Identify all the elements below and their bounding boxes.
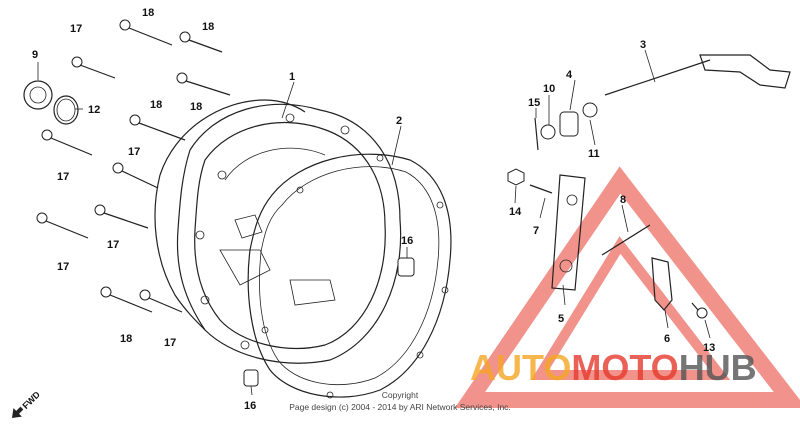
dowel-pin-upper <box>397 257 415 277</box>
dowel-pin-lower <box>243 369 259 387</box>
callout-2: 2 <box>396 115 402 127</box>
footer: Copyright Page design (c) 2004 - 2014 by… <box>289 390 511 412</box>
callout-17-top: 17 <box>70 23 82 35</box>
bolt-18-e <box>100 286 153 313</box>
callout-1: 1 <box>289 71 295 83</box>
nut <box>507 168 525 186</box>
callout-18-b: 18 <box>202 21 214 33</box>
stopper-bolt <box>691 302 708 319</box>
callout-15: 15 <box>528 97 540 109</box>
svg-text:AUTOMOTOHUB: AUTOMOTOHUB <box>470 347 757 388</box>
callout-17-d: 17 <box>57 261 69 273</box>
callout-17-c: 17 <box>107 239 119 251</box>
shift-arm <box>551 174 586 291</box>
watermark-auto: AUTO <box>470 347 571 388</box>
callout-18-d: 18 <box>150 99 162 111</box>
shift-pin <box>601 224 651 256</box>
bolt-17-top <box>71 56 116 79</box>
o-ring <box>53 95 79 125</box>
callout-18-c: 18 <box>190 101 202 113</box>
stopper-arm <box>651 257 673 311</box>
bolt-18-c <box>176 72 231 96</box>
callout-13: 13 <box>703 342 715 354</box>
watermark-moto: MOTO <box>571 347 678 388</box>
oil-seal <box>23 80 53 110</box>
bolt-17-d <box>36 212 89 239</box>
bolt-17-c <box>94 204 149 229</box>
callout-4: 4 <box>566 69 573 81</box>
callout-17-e: 17 <box>164 337 176 349</box>
shift-shaft <box>534 54 791 151</box>
callout-17-a: 17 <box>57 171 69 183</box>
watermark-hub: HUB <box>679 347 757 388</box>
copyright-label: Copyright <box>382 390 419 400</box>
bolt-18-b <box>179 31 223 53</box>
fwd-label: FWD <box>20 389 42 411</box>
callout-12: 12 <box>88 104 100 116</box>
callout-9: 9 <box>32 49 38 61</box>
callout-6: 6 <box>664 333 670 345</box>
leader-lines <box>37 49 711 396</box>
callout-16-b: 16 <box>244 400 256 412</box>
callout-3: 3 <box>640 39 646 51</box>
callout-numbers: 1 2 3 4 5 6 7 8 9 10 11 12 13 14 15 16 1… <box>32 7 715 412</box>
cover-gasket <box>247 153 452 399</box>
bolt-18-d <box>129 114 186 141</box>
callout-7: 7 <box>533 225 539 237</box>
crankcase-cover <box>154 99 402 364</box>
callout-10: 10 <box>543 83 555 95</box>
stud <box>529 184 553 194</box>
page-credit: Page design (c) 2004 - 2014 by ARI Netwo… <box>289 402 511 412</box>
bolt-18-a <box>119 19 173 46</box>
callout-5: 5 <box>558 313 564 325</box>
bolt-17-b <box>112 162 159 189</box>
callout-16-a: 16 <box>401 235 413 247</box>
fwd-direction-marker: FWD <box>12 389 42 418</box>
callout-17-b: 17 <box>128 146 140 158</box>
callout-14: 14 <box>509 206 522 218</box>
callout-11: 11 <box>588 148 600 160</box>
watermark-logo <box>454 166 800 408</box>
callout-18-a: 18 <box>142 7 154 19</box>
callout-8: 8 <box>620 194 626 206</box>
callout-18-e: 18 <box>120 333 132 345</box>
bolt-17-e <box>139 289 183 313</box>
watermark-text: AUTOMOTOHUB <box>470 347 757 388</box>
bolt-17-a <box>41 129 93 156</box>
bolts <box>36 19 231 313</box>
